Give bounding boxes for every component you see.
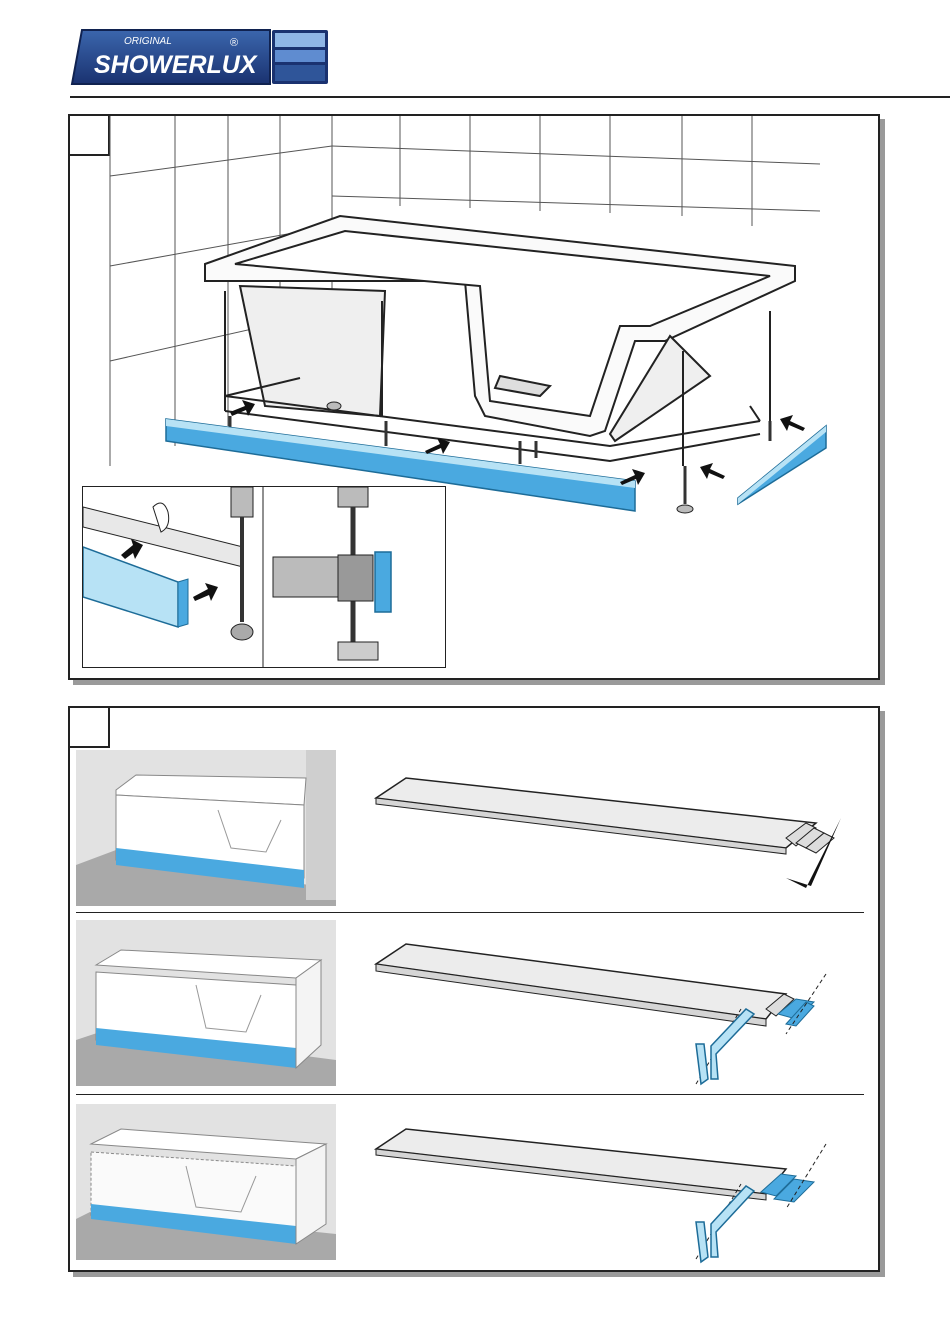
brand-logo: ORIGINAL SHOWERLUX ® [70,26,332,88]
bath-plinth-illustration [76,750,336,906]
step-1-panel [68,114,880,680]
detail-inset [82,486,446,668]
row-divider [76,912,864,913]
header-rule [70,96,950,98]
step-2-number-box [68,706,110,748]
panel-strip-illustration [366,768,866,908]
panel-strip-illustration [366,1114,866,1264]
brand-registered: ® [230,37,238,49]
step-2-panel [68,706,880,1272]
bath-plinth-illustration [76,1104,336,1260]
cutter-icon [696,1186,754,1262]
panel-strip-illustration [366,934,866,1094]
row-divider [76,1094,864,1095]
bath-plinth-illustration [76,920,336,1086]
brand-name: SHOWERLUX [94,51,258,79]
clip-detail-icon [83,487,445,667]
brand-tagline: ORIGINAL [124,36,172,47]
